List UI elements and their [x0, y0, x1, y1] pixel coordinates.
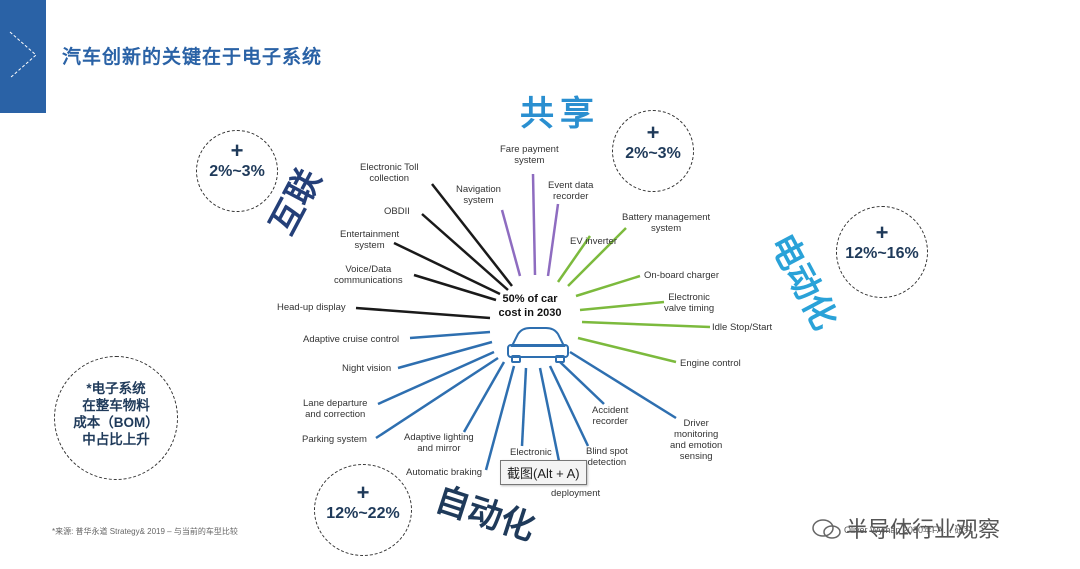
connected-spokes [355, 183, 513, 320]
spoke-parking [375, 356, 499, 440]
autonomous-spokes [375, 330, 677, 477]
spoke-hud [355, 306, 491, 320]
spoke-voice [413, 273, 497, 302]
label-idle-stop: Idle Stop/Start [712, 322, 773, 333]
spoke-airbag [538, 367, 564, 477]
label-acc: Adaptive cruise control [303, 334, 400, 345]
spoke-electronic [520, 367, 528, 447]
note-circle [54, 356, 178, 480]
electrification-spokes [556, 227, 711, 364]
wechat-icon [812, 519, 841, 539]
watermark-text: 半导体行业观察 [846, 517, 1001, 542]
label-hud: Head-up display [277, 302, 346, 313]
spoke-valve [579, 300, 665, 312]
label-airbag: deployment [551, 488, 601, 499]
label-engine: Engine control [680, 358, 741, 369]
spoke-lighting [462, 361, 506, 433]
bubble-connected-circle [196, 130, 278, 212]
watermark-small-text: Oliver Wyman 2030年FA… 研究 [844, 525, 973, 535]
slide-title: 汽车创新的关键在于电子系统 [62, 47, 323, 68]
label-electronic: Electronic [510, 447, 552, 458]
spoke-braking [484, 365, 516, 471]
bubble-sharing: + 2%~3% [625, 120, 681, 163]
spoke-driver [569, 350, 677, 420]
spoke-charger [575, 274, 641, 298]
sharing-spokes [500, 173, 560, 277]
spoke-blind-spot [548, 365, 590, 447]
spoke-accident [559, 361, 605, 405]
car-icon [507, 327, 569, 363]
spoke-idle [581, 320, 711, 329]
spoke-engine [577, 336, 677, 364]
bom-note: *电子系统在整车物料 成本（BOM）中占比上升 [73, 381, 159, 447]
spoke-lane [377, 350, 495, 406]
spoke-entertainment [393, 241, 501, 296]
bubble-sharing-circle [612, 110, 694, 192]
label-parking: Parking system [302, 434, 367, 445]
spoke-ev-inverter [556, 235, 592, 283]
center-label: 50% of car cost in 2030 [498, 293, 562, 319]
bubble-connected: + 2%~3% [209, 138, 265, 181]
spoke-night-vision [397, 340, 493, 370]
bubble-electrification-circle [836, 206, 928, 298]
spoke-acc [409, 330, 491, 340]
bubble-electrification: + 12%~16% [845, 220, 919, 263]
label-charger: On-board charger [644, 270, 719, 281]
corner-accent-block [0, 0, 46, 113]
bubble-autonomous-circle [314, 464, 412, 556]
source-note: *来源: 普华永道 Strategy& 2019 – 与当前的车型比较 [52, 527, 238, 536]
chevron-right-icon [9, 31, 37, 79]
screenshot-tooltip: 截图(Alt + A) [500, 460, 587, 485]
label-obdii: OBDII [384, 206, 410, 217]
bubble-autonomous: + 12%~22% [326, 480, 400, 523]
category-sharing: 共享 [520, 95, 600, 133]
spoke-event-data [546, 203, 560, 277]
spoke-fare-payment [531, 173, 537, 276]
spoke-obdii [421, 213, 509, 291]
spoke-bms [567, 227, 627, 287]
spoke-toll [431, 183, 513, 287]
label-ev-inverter: EV inverter [570, 236, 617, 247]
spoke-navigation [500, 209, 522, 277]
label-braking: Automatic braking [406, 467, 483, 478]
label-night-vision: Night vision [342, 363, 392, 374]
